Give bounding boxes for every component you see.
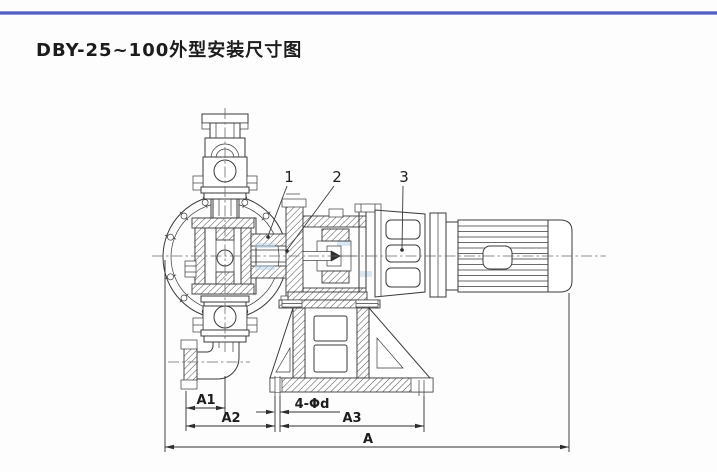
outlet-valve-assembly [192,113,258,219]
dim-label-a2: A2 [221,411,240,426]
dimension-annotations: A1 A2 A3 4-Φd A [164,260,570,452]
part-callouts: 1 2 3 [266,168,409,253]
callout-3: 3 [399,168,409,186]
left-port [184,260,197,278]
support-pedestal [269,291,434,396]
motor-end-cap [547,219,573,293]
centerlines [152,108,606,363]
dim-label-holes: 4-Φd [295,397,330,412]
motor-junction-box [482,245,513,270]
dim-label-a3: A3 [342,411,361,426]
top-accent-rule [0,11,717,15]
callout-1: 1 [284,168,294,186]
dim-label-a: A [363,432,373,447]
diaphragm-frame [191,205,257,295]
drawing-title: DBY-25~100外型安装尺寸图 [36,40,303,61]
dim-label-a1: A1 [196,393,215,408]
motor [429,212,573,298]
callout-2: 2 [332,168,342,186]
motor-bracket [374,209,426,298]
gear-housing [302,203,382,300]
